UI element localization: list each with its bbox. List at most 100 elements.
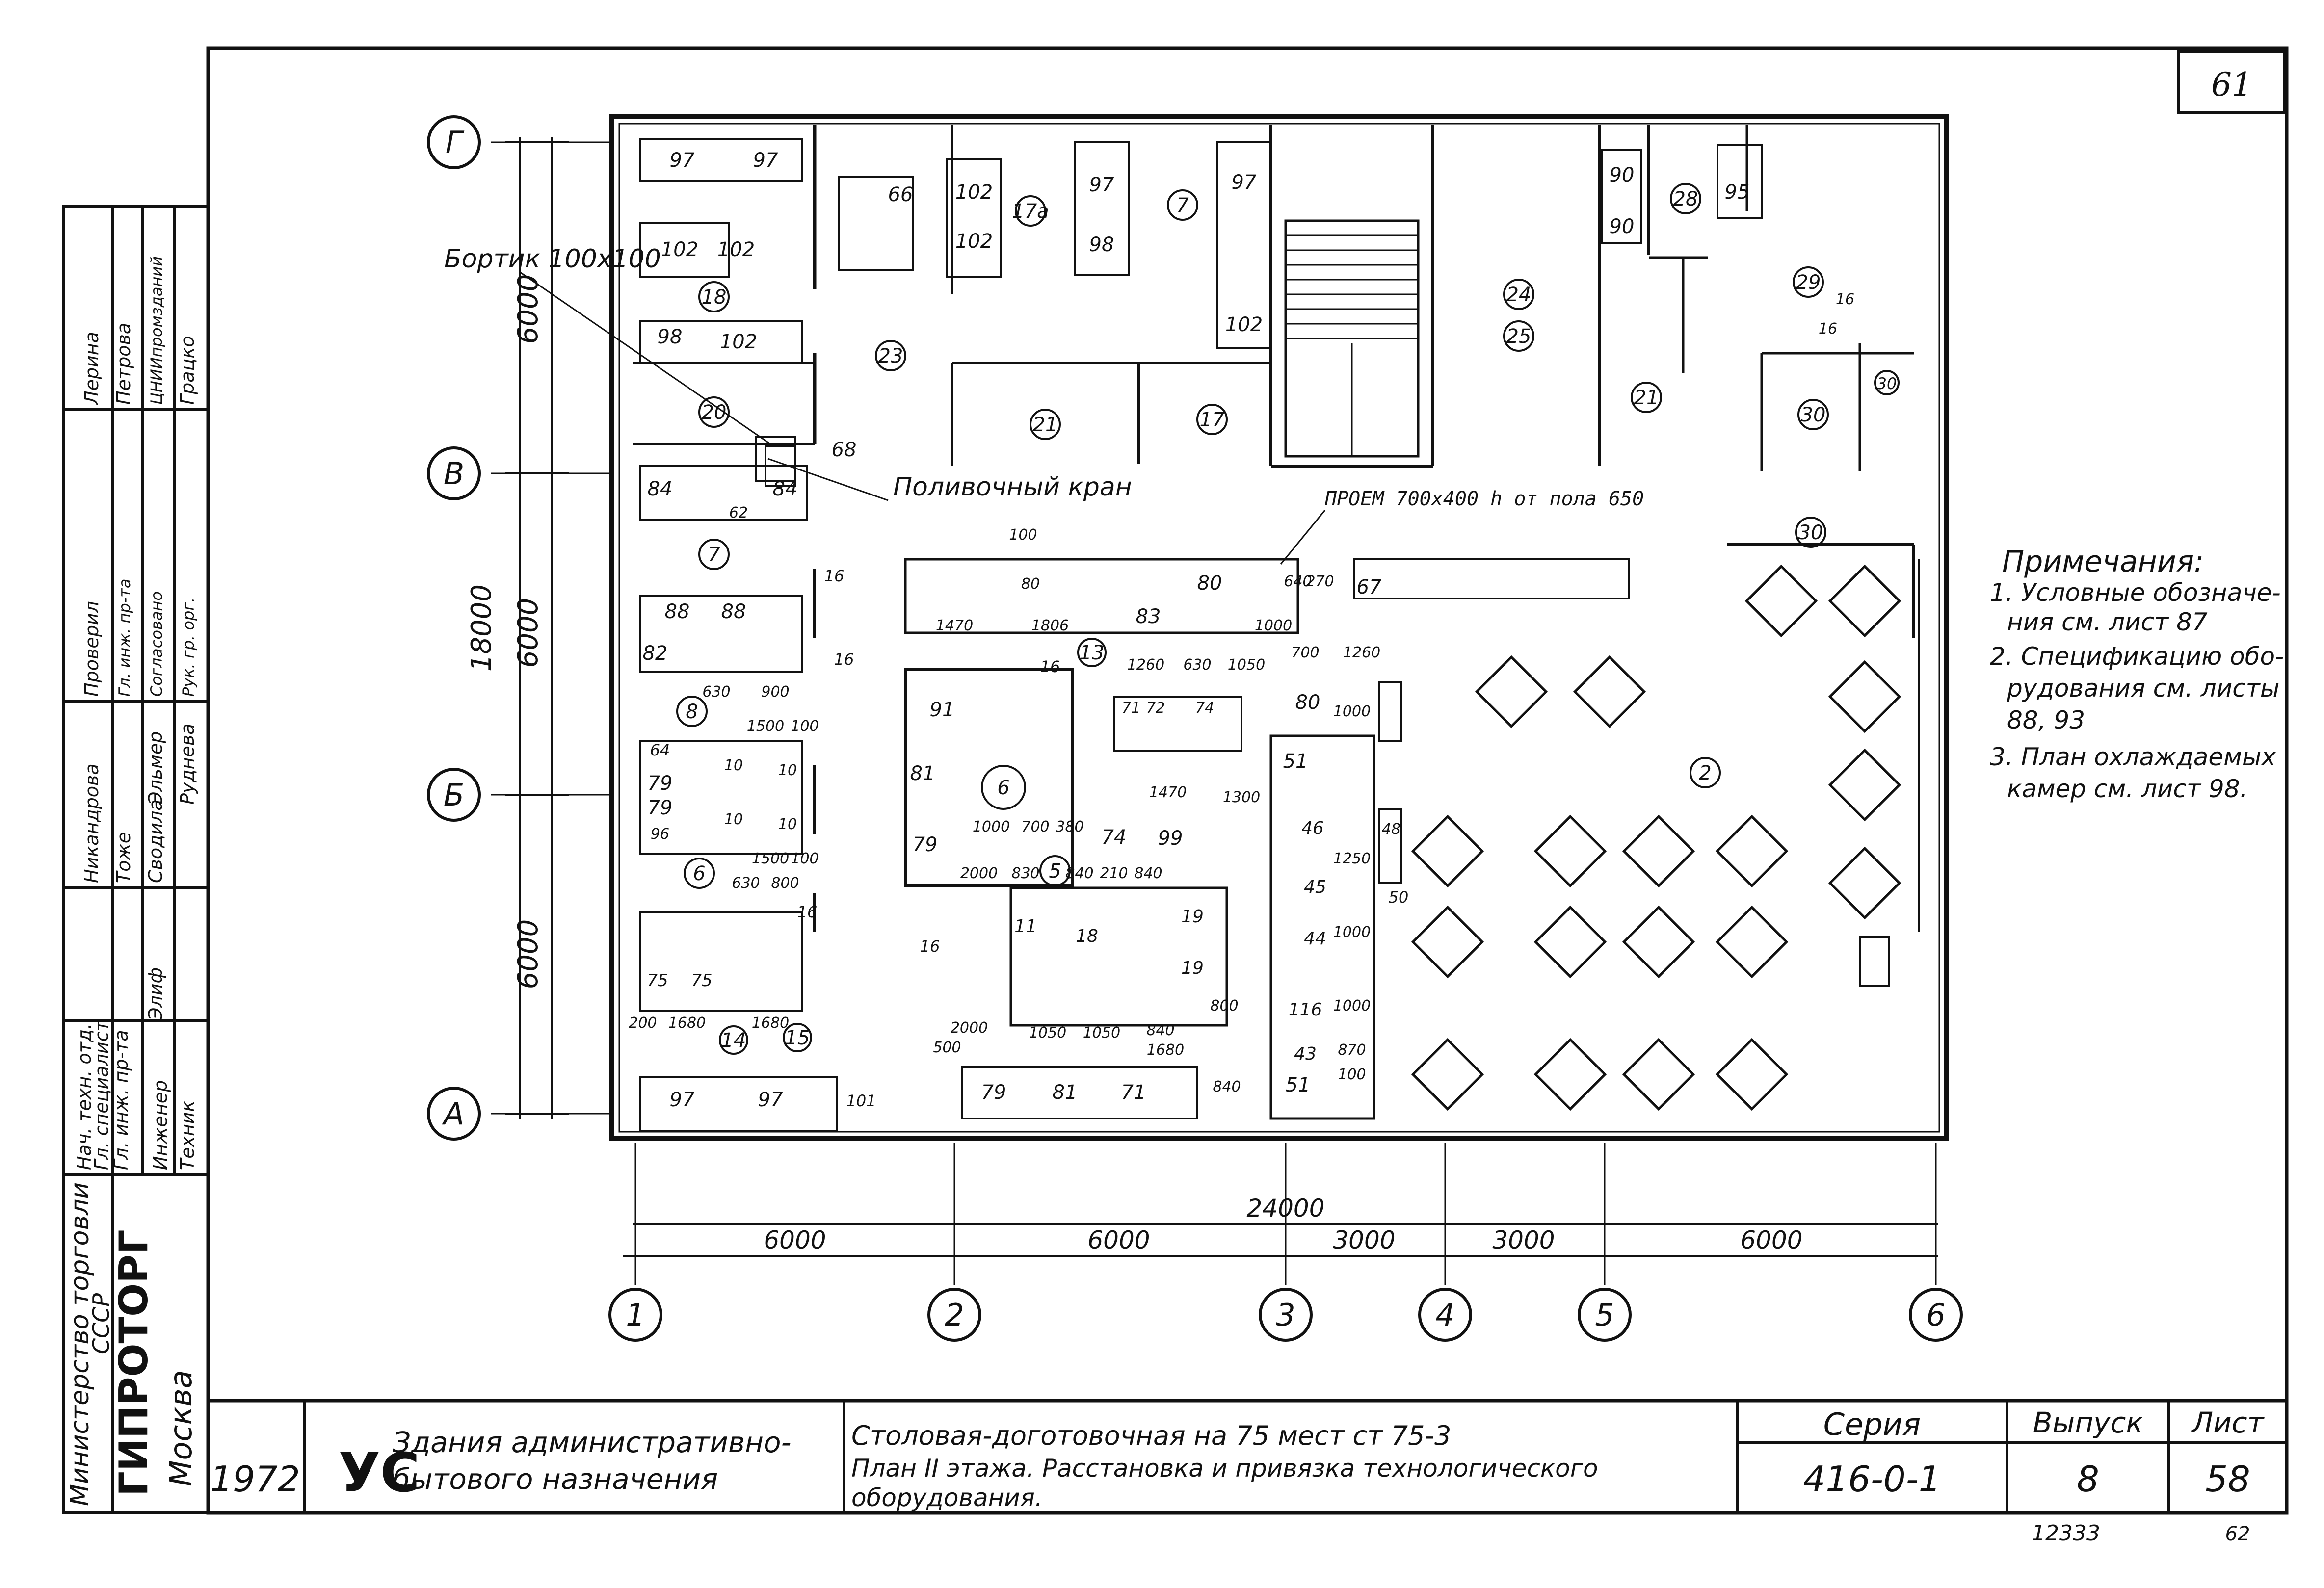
svg-text:1050: 1050 bbox=[1029, 1024, 1066, 1041]
note-line-6: 3. План охлаждаемых bbox=[1990, 743, 2276, 771]
axis-letter-v: В bbox=[444, 456, 465, 492]
svg-text:79: 79 bbox=[981, 1081, 1006, 1104]
desc-line-3: оборудования. bbox=[851, 1484, 1043, 1512]
svg-text:100: 100 bbox=[1009, 526, 1037, 544]
svg-text:Проверил: Проверил bbox=[81, 601, 103, 697]
axis-bubbles bbox=[427, 115, 1963, 1342]
svg-text:840: 840 bbox=[1065, 865, 1093, 882]
svg-text:24: 24 bbox=[1506, 284, 1532, 306]
svg-text:17а: 17а bbox=[1012, 200, 1049, 223]
svg-text:800: 800 bbox=[771, 875, 799, 892]
svg-text:98: 98 bbox=[1089, 234, 1114, 256]
svg-text:23: 23 bbox=[878, 345, 903, 367]
label-bortik: Бортик 100х100 bbox=[444, 244, 661, 274]
svg-text:79: 79 bbox=[648, 772, 673, 795]
svg-text:13: 13 bbox=[1080, 642, 1105, 664]
svg-text:45: 45 bbox=[1304, 877, 1326, 897]
giprotorg: ГИПРОТОРГ bbox=[111, 1229, 157, 1496]
svg-text:17: 17 bbox=[1200, 409, 1225, 431]
svg-text:66: 66 bbox=[888, 183, 913, 206]
svg-text:21: 21 bbox=[1634, 387, 1659, 409]
dim-vertical-total: 18000 bbox=[466, 584, 498, 672]
svg-text:1260: 1260 bbox=[1343, 644, 1380, 661]
note-line-1: 1. Условные обозначе- bbox=[1990, 578, 2281, 607]
dimension-lines bbox=[505, 137, 1938, 1257]
svg-text:116: 116 bbox=[1289, 1000, 1322, 1020]
svg-text:Рук. гр. орг.: Рук. гр. орг. bbox=[179, 598, 198, 697]
svg-text:500: 500 bbox=[933, 1039, 961, 1056]
ministry-line-2: СССР bbox=[88, 1293, 114, 1354]
room-marker: 18 bbox=[698, 281, 730, 312]
dim-horizontal-part-1: 6000 bbox=[764, 1226, 826, 1254]
svg-text:15: 15 bbox=[785, 1027, 810, 1049]
svg-text:51: 51 bbox=[1283, 750, 1308, 773]
svg-text:900: 900 bbox=[761, 683, 789, 701]
room-marker: 23 bbox=[875, 340, 906, 371]
svg-text:1000: 1000 bbox=[1255, 617, 1292, 634]
svg-text:Гл. специалист: Гл. специалист bbox=[91, 1020, 112, 1170]
year: 1972 bbox=[210, 1458, 300, 1500]
svg-text:16: 16 bbox=[824, 567, 845, 585]
svg-text:102: 102 bbox=[661, 238, 698, 261]
svg-text:18: 18 bbox=[702, 286, 727, 309]
svg-text:102: 102 bbox=[1225, 313, 1263, 336]
svg-text:Сводила: Сводила bbox=[145, 799, 166, 883]
building-walls bbox=[609, 114, 1949, 1141]
room-marker: 6 bbox=[684, 858, 715, 889]
svg-text:83: 83 bbox=[1136, 605, 1161, 628]
room-marker: 15 bbox=[783, 1023, 812, 1052]
svg-text:1050: 1050 bbox=[1083, 1024, 1120, 1041]
notes-title: Примечания: bbox=[2002, 545, 2204, 579]
svg-text:102: 102 bbox=[955, 181, 993, 204]
svg-text:18: 18 bbox=[1076, 926, 1098, 946]
svg-text:1000: 1000 bbox=[973, 818, 1010, 835]
svg-text:88: 88 bbox=[721, 600, 746, 623]
bottom-page: 62 bbox=[2225, 1523, 2250, 1545]
room-marker: 30 bbox=[1797, 399, 1829, 430]
svg-text:16: 16 bbox=[1836, 291, 1854, 308]
svg-text:90: 90 bbox=[1610, 164, 1635, 186]
note-line-3: 2. Спецификацию обо- bbox=[1990, 642, 2284, 671]
svg-text:630: 630 bbox=[702, 683, 730, 701]
svg-text:90: 90 bbox=[1610, 215, 1635, 238]
room-marker: 16 bbox=[1819, 320, 1837, 338]
svg-text:16: 16 bbox=[1819, 320, 1837, 338]
title-block-text: 1972 УС Здания административно- бытового… bbox=[210, 1406, 2265, 1546]
svg-text:97: 97 bbox=[1089, 174, 1114, 196]
dim-horizontal-part-2: 6000 bbox=[1087, 1226, 1150, 1254]
table bbox=[1828, 846, 1901, 920]
room-marker: 17 bbox=[1196, 404, 1228, 435]
svg-text:81: 81 bbox=[1053, 1081, 1078, 1104]
ministry-line-1: Министерство торговли bbox=[65, 1182, 95, 1506]
svg-text:1470: 1470 bbox=[1149, 784, 1187, 801]
dim-vertical-part-2: 6000 bbox=[512, 598, 544, 668]
room-marker: 5 bbox=[1039, 855, 1071, 886]
svg-text:19: 19 bbox=[1181, 958, 1204, 978]
svg-text:830: 830 bbox=[1011, 865, 1039, 882]
svg-text:84: 84 bbox=[648, 478, 673, 500]
svg-text:81: 81 bbox=[910, 762, 935, 785]
svg-text:100: 100 bbox=[791, 718, 819, 735]
leader-bortik bbox=[520, 271, 771, 445]
room-marker: 7 bbox=[1167, 189, 1198, 221]
svg-text:Тоже: Тоже bbox=[113, 832, 134, 883]
table bbox=[1475, 655, 1548, 729]
svg-text:29: 29 bbox=[1796, 271, 1821, 294]
table bbox=[1715, 814, 1789, 888]
svg-text:97: 97 bbox=[670, 149, 695, 172]
svg-text:6: 6 bbox=[693, 862, 705, 885]
table bbox=[1828, 660, 1901, 733]
svg-text:75: 75 bbox=[691, 971, 712, 990]
svg-text:1500: 1500 bbox=[747, 718, 784, 735]
svg-text:10: 10 bbox=[778, 816, 797, 833]
axis-number-labels: 1 2 3 4 5 6 bbox=[626, 1297, 1945, 1333]
svg-text:380: 380 bbox=[1056, 818, 1083, 835]
room-marker: 30 bbox=[1795, 517, 1826, 548]
room-marker: 14 bbox=[719, 1025, 748, 1055]
svg-text:25: 25 bbox=[1506, 325, 1532, 348]
svg-text:10: 10 bbox=[724, 811, 743, 828]
bottom-code: 12333 bbox=[2032, 1521, 2100, 1546]
room-marker: 29 bbox=[1793, 266, 1824, 298]
interior-dimensions: 1470 1806 100 80 1000 640 270 1260 630 1… bbox=[629, 526, 1380, 1095]
table bbox=[1622, 814, 1695, 888]
